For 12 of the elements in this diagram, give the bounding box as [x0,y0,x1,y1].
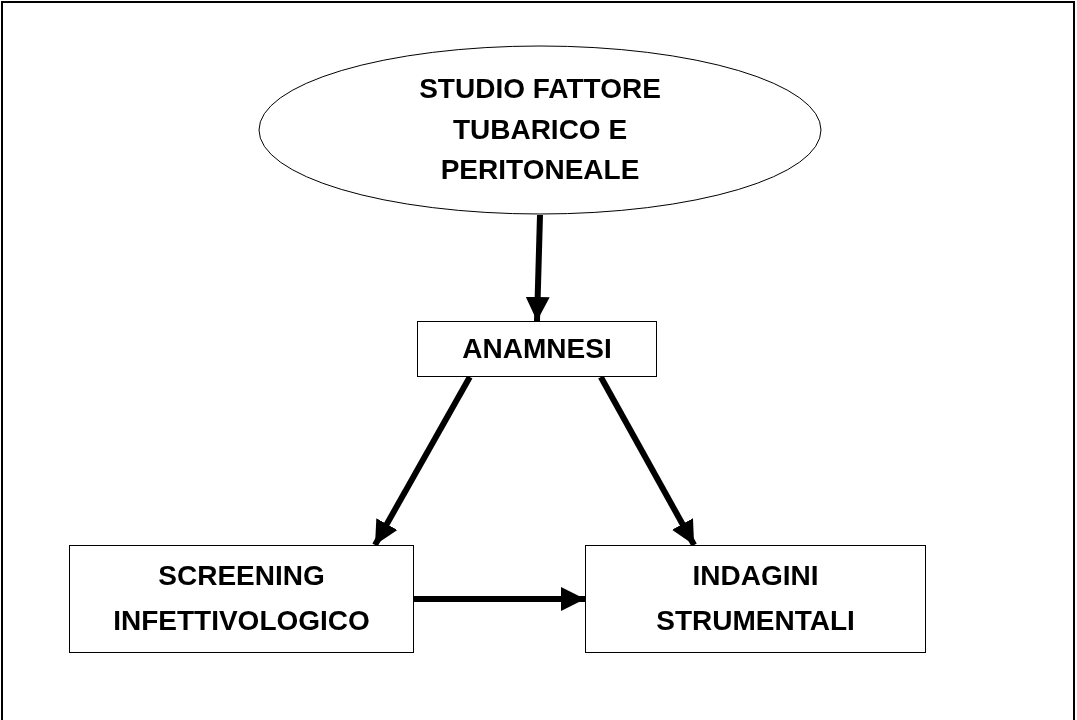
process-box [585,545,926,653]
arrow [414,587,585,611]
arrow [525,214,550,322]
node-label: ANAMNESI [462,332,612,366]
node-label: SCREENING INFETTIVOLOGICO [112,559,371,638]
arrow [372,375,473,547]
arrow [598,375,697,547]
node-label: INDAGINI STRUMENTALI [655,559,856,638]
process-box [69,545,414,653]
topic-ellipse [258,45,822,215]
process-box [417,321,657,377]
node-label: STUDIO FATTORE TUBARICO E PERITONEALE [418,72,662,188]
